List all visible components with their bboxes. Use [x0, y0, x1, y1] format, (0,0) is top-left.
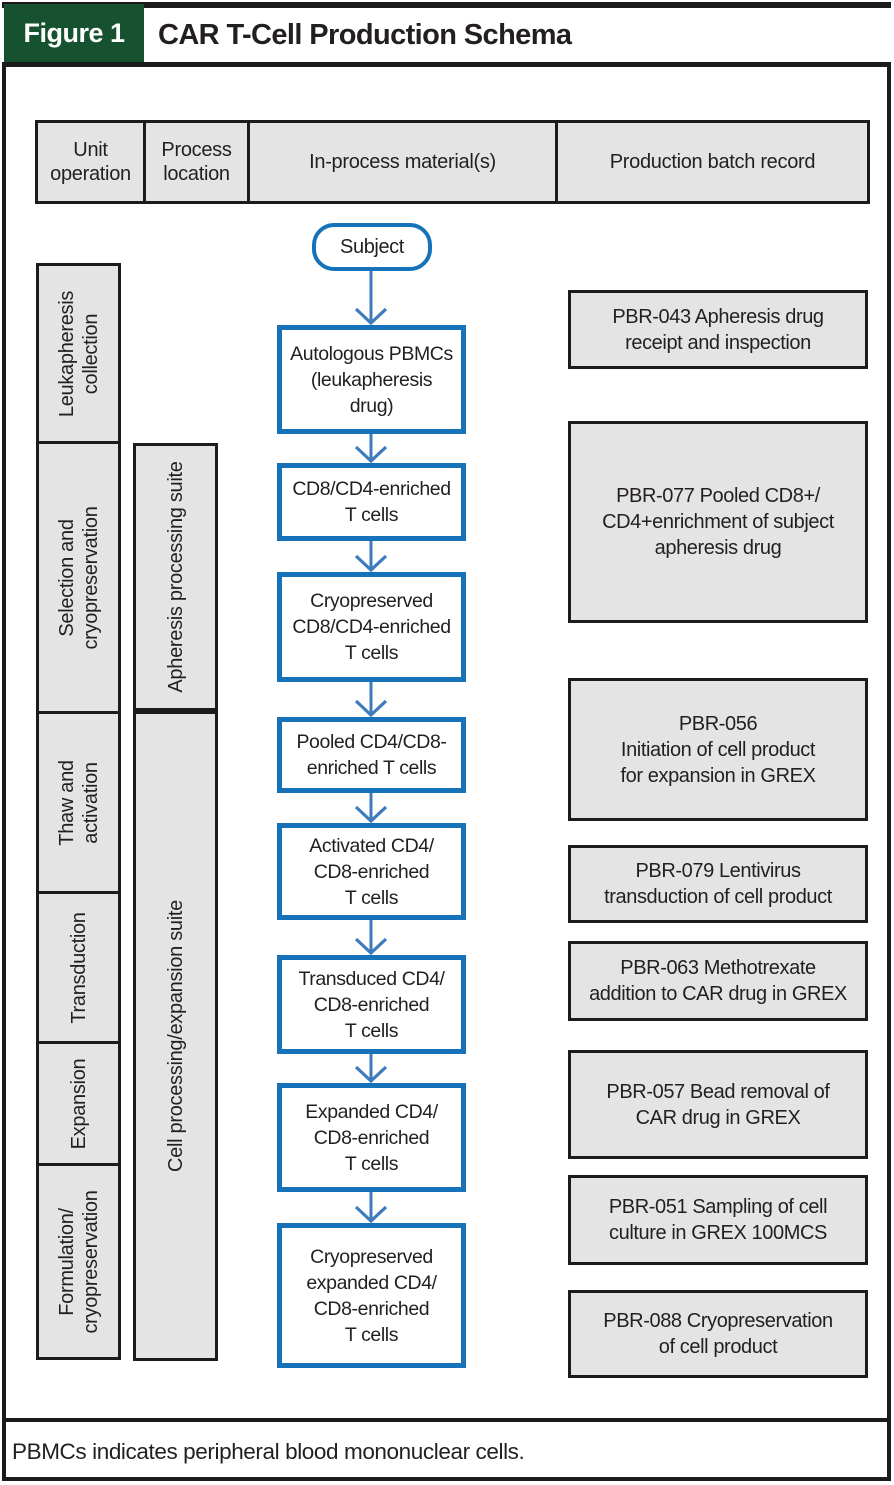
flow-box-transduced-cd4cd8: Transduced CD4/ CD8-enriched T cells [277, 955, 466, 1054]
process-location-label: Apheresis processing suite [164, 461, 187, 693]
figure-label: Figure 1 [4, 4, 144, 63]
unit-op-label: Expansion [67, 1058, 90, 1149]
flow-box-expanded-cd4cd8: Expanded CD4/ CD8-enriched T cells [277, 1083, 466, 1192]
unit-op-leukapheresis-collection: Leukapheresis collection [36, 263, 121, 444]
unit-op-transduction: Transduction [36, 891, 121, 1044]
unit-op-label: Formulation/ cryopreservation [55, 1189, 102, 1334]
flow-arrow-5 [353, 793, 389, 824]
flow-box-cryopreserved-expanded: Cryopreserved expanded CD4/ CD8-enriched… [277, 1223, 466, 1368]
flow-arrow-2 [353, 434, 389, 464]
figure-title: CAR T-Cell Production Schema [158, 18, 572, 51]
pbr-box-077: PBR-077 Pooled CD8+/ CD4+enrichment of s… [568, 421, 868, 623]
flow-arrow-3 [353, 541, 389, 573]
flow-arrow-8 [353, 1192, 389, 1224]
header-cell-in-process-materials: In-process material(s) [247, 120, 558, 204]
flow-box-subject: Subject [312, 223, 432, 271]
unit-op-label: Selection and cryopreservation [55, 505, 102, 650]
unit-op-thaw-activation: Thaw and activation [36, 711, 121, 894]
flow-box-cryopreserved-cd8cd4: Cryopreserved CD8/CD4-enriched T cells [277, 572, 466, 682]
header-cell-unit-operation: Unit operation [35, 120, 146, 204]
footnote: PBMCs indicates peripheral blood mononuc… [12, 1438, 525, 1464]
pbr-box-057: PBR-057 Bead removal of CAR drug in GREX [568, 1050, 868, 1159]
pbr-box-088: PBR-088 Cryopreservation of cell product [568, 1290, 868, 1378]
pbr-box-051: PBR-051 Sampling of cell culture in GREX… [568, 1175, 868, 1265]
unit-op-formulation-cryopreservation: Formulation/ cryopreservation [36, 1163, 121, 1360]
process-location-label: Cell processing/expansion suite [164, 900, 187, 1172]
pbr-box-079: PBR-079 Lentivirus transduction of cell … [568, 845, 868, 923]
pbr-box-063: PBR-063 Methotrexate addition to CAR dru… [568, 941, 868, 1021]
pbr-box-043: PBR-043 Apheresis drug receipt and inspe… [568, 290, 868, 369]
flow-box-cd8cd4-enriched: CD8/CD4-enriched T cells [277, 463, 466, 541]
pbr-box-056: PBR-056 Initiation of cell product for e… [568, 678, 868, 821]
unit-op-label: Leukapheresis collection [55, 290, 102, 417]
unit-op-label: Thaw and activation [55, 759, 102, 846]
flow-arrow-4 [353, 682, 389, 718]
flow-arrow-7 [353, 1054, 389, 1084]
flow-arrow-1 [353, 271, 389, 326]
main-frame [2, 62, 891, 1481]
header-cell-process-location: Process location [143, 120, 250, 204]
unit-op-expansion: Expansion [36, 1041, 121, 1166]
footnote-band: PBMCs indicates peripheral blood mononuc… [2, 1418, 891, 1481]
flow-box-pooled-cd4cd8: Pooled CD4/CD8- enriched T cells [277, 717, 466, 793]
unit-op-label: Transduction [67, 911, 90, 1024]
header-cell-production-batch-record: Production batch record [555, 120, 870, 204]
top-rule [2, 2, 891, 8]
flow-box-autologous-pbmcs: Autologous PBMCs (leukapheresis drug) [277, 325, 466, 434]
process-location-cell-processing-suite: Cell processing/expansion suite [133, 711, 218, 1361]
flow-arrow-6 [353, 920, 389, 956]
process-location-apheresis-suite: Apheresis processing suite [133, 443, 218, 711]
unit-op-selection-cryopreservation: Selection and cryopreservation [36, 441, 121, 714]
flow-box-activated-cd4cd8: Activated CD4/ CD8-enriched T cells [277, 823, 466, 920]
